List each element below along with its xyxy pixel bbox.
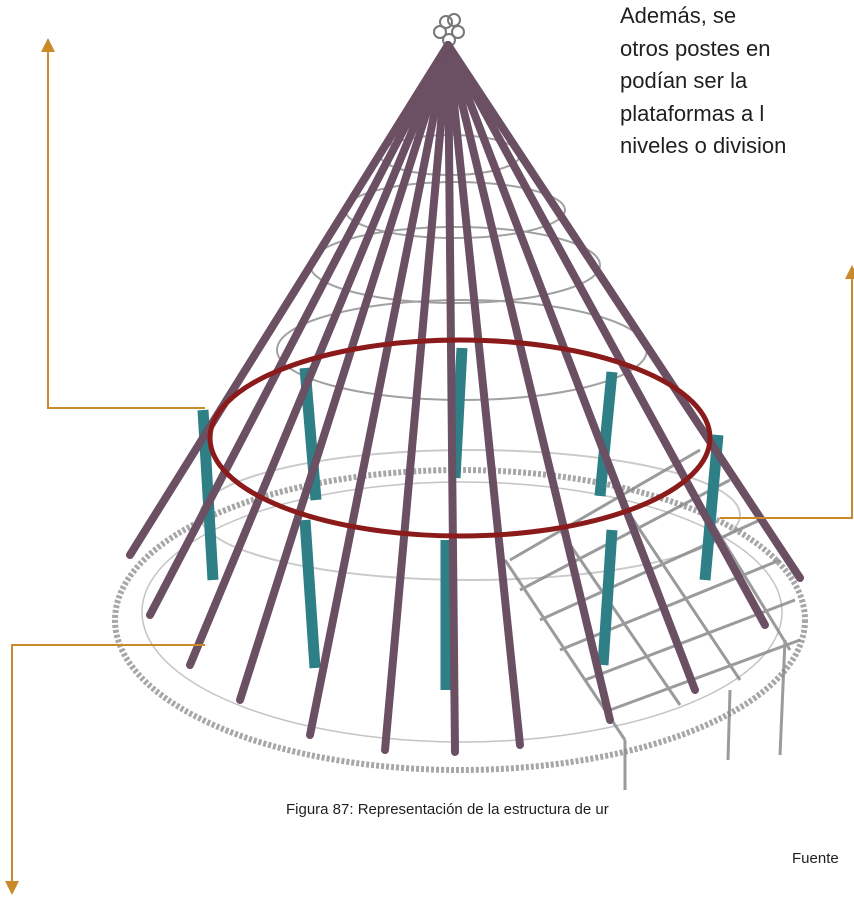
rafter-pole	[381, 41, 452, 754]
ring-beam	[207, 337, 713, 539]
rafter-pole	[444, 41, 459, 756]
description-line: plataformas a l	[620, 100, 765, 126]
figure-caption: Figura 87: Representación de la estructu…	[286, 801, 609, 818]
rafter-pole	[444, 41, 699, 694]
support-post	[594, 371, 618, 497]
rafter-pole	[444, 41, 614, 724]
description-text: Además, se otros postes en podían ser la…	[620, 0, 854, 163]
support-post	[699, 434, 724, 581]
description-line: otros postes en	[620, 35, 771, 61]
description-line: Además, se	[620, 3, 737, 28]
support-post	[299, 519, 321, 669]
callout-arrows	[5, 38, 854, 895]
support-post	[449, 347, 468, 479]
rafter-pole	[444, 41, 524, 749]
callout-arrow-right	[720, 265, 854, 519]
rafter-pole	[444, 41, 804, 582]
description-line: niveles o division	[620, 133, 787, 158]
rafter-pole	[146, 41, 452, 619]
apex-bundle	[433, 13, 465, 47]
description-line: podían ser la	[620, 68, 748, 93]
rafter-pole	[444, 41, 769, 629]
callout-arrow-left-bottom	[5, 644, 205, 895]
figure-source: Fuente	[792, 850, 839, 867]
support-post	[597, 529, 618, 666]
rafter-pole	[126, 41, 452, 559]
rafter-pole	[306, 41, 452, 739]
ground-sketch	[112, 449, 808, 773]
rafter-pole	[236, 41, 452, 704]
rafter-poles	[126, 41, 804, 756]
callout-arrow-left-top	[41, 38, 205, 409]
